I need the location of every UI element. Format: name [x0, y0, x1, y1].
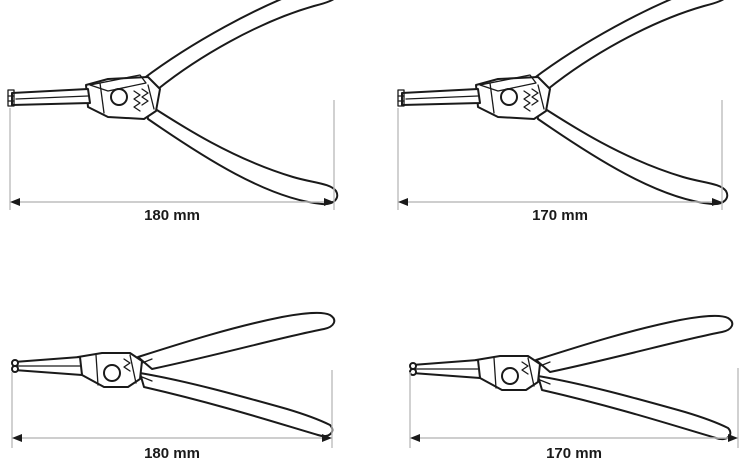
arrow-right-icon	[324, 198, 334, 206]
arrow-right-icon	[712, 198, 722, 206]
arrow-right-icon	[728, 434, 738, 442]
length-label: 170 mm	[546, 445, 602, 462]
arrow-left-icon	[398, 198, 408, 206]
panel-internal-180: 180 mm	[11, 311, 336, 462]
panel-external-170: 170 mm	[397, 0, 732, 224]
length-label: 180 mm	[144, 445, 200, 462]
internal-pliers-drawing	[409, 314, 734, 441]
arrow-left-icon	[10, 198, 20, 206]
external-pliers-drawing	[397, 0, 732, 206]
panel-external-180: 180 mm	[7, 0, 342, 224]
external-pliers-drawing	[7, 0, 342, 206]
length-label: 170 mm	[532, 207, 588, 224]
arrow-left-icon	[410, 434, 420, 442]
arrow-right-icon	[322, 434, 332, 442]
internal-pliers-drawing	[11, 311, 336, 438]
length-label: 180 mm	[144, 207, 200, 224]
arrow-left-icon	[12, 434, 22, 442]
panel-internal-170: 170 mm	[409, 314, 739, 462]
